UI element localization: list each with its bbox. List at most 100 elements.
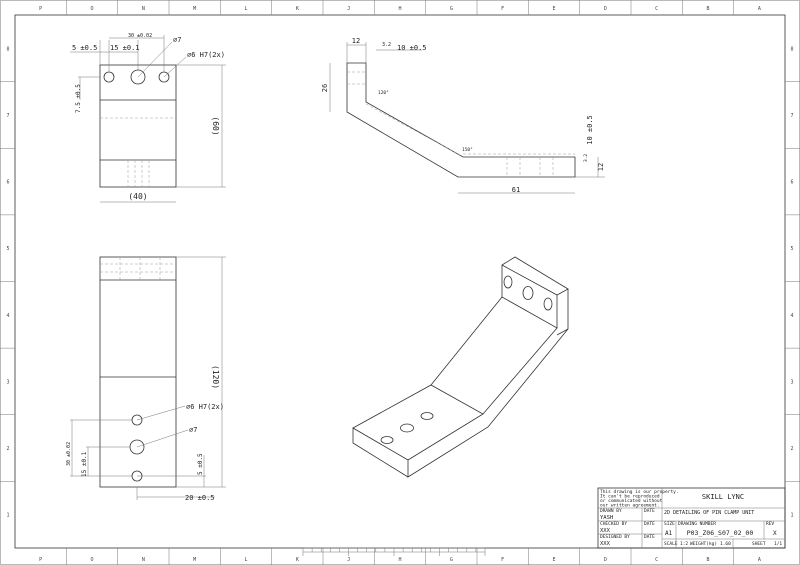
size-label: SIZE — [664, 521, 675, 527]
sheet-label: SHEET — [752, 541, 766, 547]
column-zone-label: M — [193, 557, 196, 563]
notice-line: or communicated without — [600, 498, 663, 504]
row-zone-label: 7 — [790, 113, 793, 119]
dim-offset: 20 ±0.5 — [185, 494, 215, 502]
dim-edge: 5 ±0.5 — [197, 453, 204, 475]
scale-ruler — [302, 547, 486, 556]
notice-line: It can't be reproduced — [600, 494, 660, 500]
row-zone-label: 6 — [6, 180, 9, 186]
row-zone-label: 5 — [6, 246, 9, 252]
dim-bottom-thk: 10 ±0.5 — [586, 115, 594, 145]
hole-side-callout: ⌀6 H7(2x) — [187, 51, 225, 59]
row-zone-label: 2 — [6, 446, 9, 452]
hole-icon — [103, 71, 115, 83]
column-zone-label: P — [39, 6, 42, 12]
date-label: DATE — [644, 521, 655, 527]
row-zone-label: 1 — [790, 513, 793, 519]
drawing-number: P03_Z06_S07_02_00 — [687, 529, 754, 537]
dim-bottom-height: 12 — [597, 163, 605, 171]
column-zone-label: K — [296, 6, 299, 12]
column-zone-label: H — [398, 6, 401, 12]
date-label: DATE — [644, 534, 655, 540]
drawn-by: YASH — [600, 515, 613, 521]
dim-width: (40) — [128, 192, 147, 201]
rev-label: REV — [766, 521, 774, 527]
column-zone-label: L — [244, 6, 247, 12]
angle-lower: 150° — [462, 147, 473, 153]
dim-top-width: 12 — [352, 37, 360, 45]
column-zone-label: G — [450, 557, 453, 563]
roughness-2: 3.2 — [583, 154, 589, 162]
row-zone-label: 4 — [6, 313, 9, 319]
angle-upper: 120° — [378, 90, 389, 96]
row-zone-label: 3 — [790, 379, 793, 385]
column-zone-label: J — [347, 557, 350, 563]
column-zone-label: A — [758, 6, 761, 12]
row-zone-label: 1 — [6, 513, 9, 519]
dim-span: 30 ±0.02 — [128, 33, 152, 39]
company-name: SKILL LYNC — [702, 493, 744, 501]
hole-icon — [380, 436, 394, 444]
hole-icon — [400, 423, 414, 433]
column-zone-label: O — [90, 557, 93, 563]
column-zone-label: F — [501, 6, 504, 12]
column-zone-label: A — [758, 557, 761, 563]
drawn-by-label: DRAWN BY — [600, 508, 622, 514]
row-zone-label: 4 — [790, 313, 793, 319]
hole-icon — [420, 412, 434, 420]
designed-by: XXX — [600, 541, 611, 547]
column-zone-label: L — [244, 557, 247, 563]
hole-center-callout: ⌀7 — [173, 36, 181, 44]
hole-icon — [522, 286, 534, 300]
hole-center-callout: ⌀7 — [189, 426, 197, 434]
designed-by-label: DESIGNED BY — [600, 534, 630, 540]
row-zone-label: 8 — [790, 46, 793, 52]
column-zone-label: G — [450, 6, 453, 12]
dim-length: (120) — [211, 365, 220, 389]
column-zone-label: D — [604, 557, 607, 563]
scale-label: SCALE — [664, 541, 678, 547]
isometric-view — [352, 256, 569, 478]
date-label: DATE — [644, 508, 655, 514]
checked-by-label: CHECKED BY — [600, 521, 627, 527]
scale: 1:2 — [680, 541, 688, 547]
column-zone-label: N — [142, 557, 145, 563]
dim-bottom-len: 61 — [512, 186, 520, 194]
sheet: 1/1 — [774, 541, 782, 547]
column-zone-label: F — [501, 557, 504, 563]
column-zone-label: E — [552, 557, 555, 563]
front-view: (40) (60) 5 ±0.5 15 ±0.1 30 ±0.02 7.5 ±0… — [70, 33, 226, 203]
weight-label: WEIGHT(kg) — [690, 541, 717, 547]
dim-height: (60) — [211, 116, 220, 135]
hole-icon — [543, 297, 553, 311]
dim-span: 30 ±0.02 — [66, 442, 72, 466]
dim-pitch: 15 ±0.1 — [81, 451, 88, 477]
column-zone-label: H — [398, 557, 401, 563]
column-zone-label: D — [604, 6, 607, 12]
column-zone-label: E — [552, 6, 555, 12]
roughness: 3.2 — [382, 42, 391, 48]
column-zone-label: C — [655, 6, 658, 12]
row-zone-label: 7 — [6, 113, 9, 119]
dim-pitch: 15 ±0.1 — [110, 44, 140, 52]
notice-line: This drawing is our property. — [600, 489, 679, 495]
bottom-view: (120) 20 ±0.5 5 ±0.5 30 ±0.02 15 ±0.1 ⌀6… — [66, 256, 226, 502]
notice-line: our written agreement. — [600, 503, 660, 509]
checked-by: XXX — [600, 528, 611, 534]
hole-icon — [503, 275, 513, 289]
drawing-title: 2D DETAILING OF PIN CLAMP UNIT — [664, 510, 754, 516]
weight: 1.60 — [720, 541, 731, 547]
column-zone-label: K — [296, 557, 299, 563]
row-zone-label: 5 — [790, 246, 793, 252]
dim-vert: 7.5 ±0.5 — [75, 84, 82, 113]
dim-top-height: 26 — [321, 84, 329, 92]
column-zone-label: C — [655, 557, 658, 563]
row-zone-label: 6 — [790, 180, 793, 186]
row-zone-label: 2 — [790, 446, 793, 452]
column-zone-label: N — [142, 6, 145, 12]
column-zone-label: P — [39, 557, 42, 563]
row-zone-label: 3 — [6, 379, 9, 385]
column-zone-label: M — [193, 6, 196, 12]
